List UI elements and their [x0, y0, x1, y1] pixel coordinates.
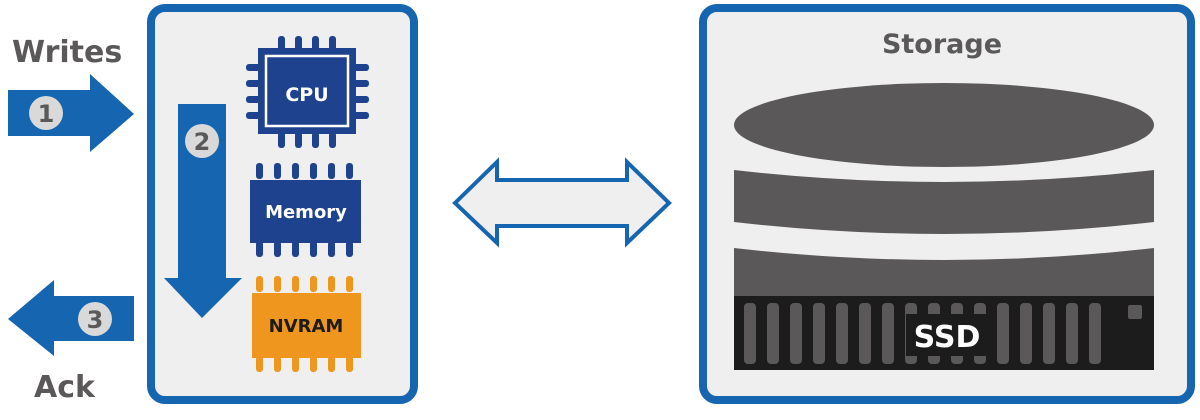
- ack-label: Ack: [34, 370, 96, 405]
- step-3-number: 3: [87, 306, 104, 334]
- step-1-number: 1: [38, 100, 55, 128]
- storage-title: Storage: [882, 29, 1002, 60]
- cpu-chip: [246, 36, 369, 148]
- step-2-badge: [185, 124, 219, 158]
- step-2-number: 2: [194, 128, 211, 156]
- bidirectional-arrow: [452, 157, 672, 248]
- nvram-chip: [252, 276, 361, 372]
- cpu-label: CPU: [285, 84, 328, 106]
- nvram-label: NVRAM: [269, 316, 344, 337]
- step-1-badge: [29, 96, 63, 130]
- disk-stack: [734, 83, 1154, 300]
- ssd-drive: [734, 296, 1154, 370]
- internal-flow-arrow: [164, 104, 242, 318]
- step-3-badge: [78, 302, 112, 336]
- ssd-label: SSD: [914, 320, 981, 355]
- memory-chip: [250, 163, 361, 257]
- write-arrow: [8, 74, 134, 152]
- writes-label: Writes: [12, 35, 122, 70]
- memory-label: Memory: [265, 202, 347, 223]
- ssd-indicator-light: [1128, 305, 1142, 319]
- ack-arrow: [8, 280, 134, 356]
